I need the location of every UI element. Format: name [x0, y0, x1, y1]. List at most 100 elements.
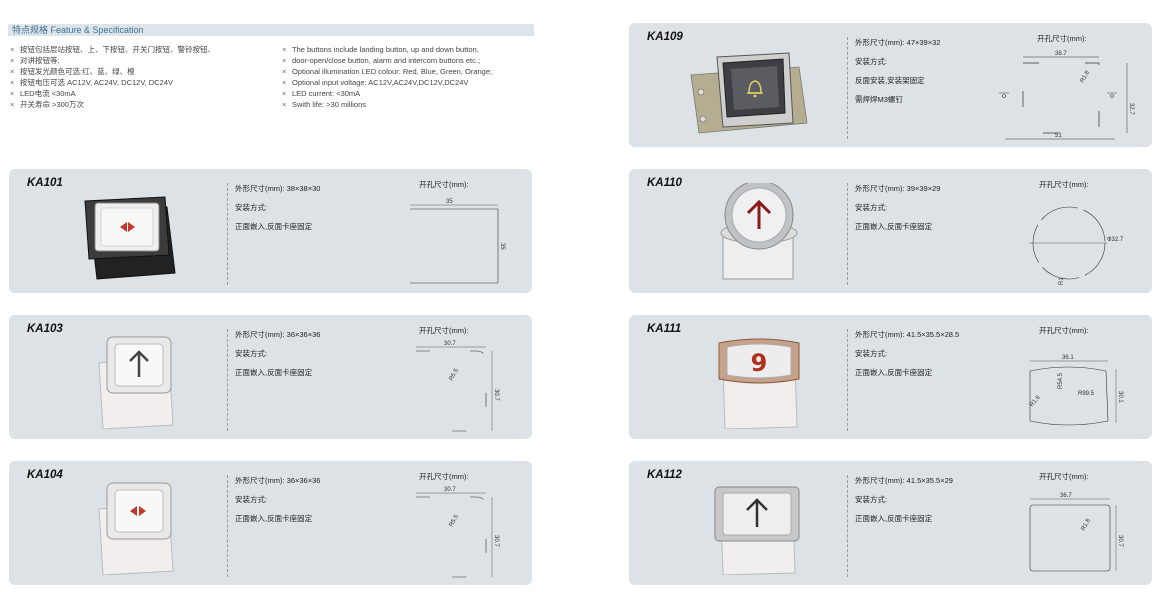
mount-method: 正面嵌入,反面卡座固定 — [855, 368, 933, 377]
dim-label: 35 — [499, 243, 505, 250]
mount-label: 安装方式: — [855, 349, 888, 358]
dim-label: 30.7 — [444, 487, 456, 493]
divider — [847, 329, 848, 431]
outer-size: 外形尺寸(mm): 36×36×36 — [235, 476, 321, 485]
product-image — [98, 482, 174, 575]
floor-number-icon: 9 — [751, 349, 768, 377]
mount-method: 正面嵌入,反面卡座固定 — [855, 222, 933, 231]
hole-size-label: 开孔尺寸(mm): — [419, 472, 469, 481]
divider — [847, 475, 848, 577]
feature-list-en: The buttons include landing button, up a… — [282, 44, 492, 110]
product-image — [84, 196, 176, 280]
feature-cn-item: 开关寿命 >300万次 — [10, 99, 215, 110]
hole-size-label: 开孔尺寸(mm): — [419, 180, 469, 189]
dim-label: R1.6 — [1029, 394, 1042, 408]
dim-label: 38.7 — [1055, 51, 1067, 57]
model-name: KA111 — [647, 323, 682, 335]
feature-cn-item: LED电流 <30mA — [10, 88, 215, 99]
dim-label: 30.7 — [444, 341, 456, 347]
outer-size: 外形尺寸(mm): 41.5×35.5×28.5 — [855, 330, 960, 339]
mount-label: 安装方式: — [855, 57, 888, 66]
product-card-ka109: KA109 外形尺寸(mm): 47×39×32 安装方式: 反面安装,安装架固… — [629, 23, 1152, 147]
product-card-ka110: KA110 外形尺寸(mm): 39×39×29 安装方式: 正面嵌入,反面卡座… — [629, 169, 1152, 293]
product-image — [98, 336, 174, 429]
feature-en-item: Swith life: >30 millions — [282, 99, 492, 110]
hole-size-label: 开孔尺寸(mm): — [1039, 326, 1089, 335]
bell-icon — [747, 80, 763, 98]
spec-block: 外形尺寸(mm): 39×39×29 安装方式: 正面嵌入,反面卡座固定 — [855, 179, 940, 236]
outer-size: 外形尺寸(mm): 39×39×29 — [855, 184, 941, 193]
mount-method: 正面嵌入,反面卡座固定 — [235, 514, 313, 523]
mount-label: 安装方式: — [235, 349, 268, 358]
mount-method: 正面嵌入,反面卡座固定 — [855, 514, 933, 523]
divider — [227, 183, 228, 285]
up-arrow-icon — [746, 199, 772, 229]
hole-size-label: 开孔尺寸(mm): — [1039, 180, 1089, 189]
divider — [227, 329, 228, 431]
product-image — [690, 52, 808, 134]
dim-label: R1.8 — [1080, 69, 1092, 84]
hole-size-label: 开孔尺寸(mm): — [419, 326, 469, 335]
product-image: 9 — [718, 338, 800, 429]
up-arrow-icon — [129, 350, 149, 377]
cutout-drawing: 36.1 R54.5 R99.5 R1.6 30.1 — [1029, 355, 1123, 426]
feature-en-item: door-open/close button, alarm and interc… — [282, 55, 492, 66]
spec-block: 外形尺寸(mm): 36×36×36 安装方式: 正面嵌入,反面卡座固定 — [235, 471, 320, 528]
feature-en-item: LED current: <30mA — [282, 88, 492, 99]
mount-label: 安装方式: — [235, 203, 268, 212]
product-card-ka103: KA103 外形尺寸(mm): 36×36×36 安装方式: 正面嵌入,反面卡座… — [9, 315, 532, 439]
cutout-drawing: 38.7 R1.8 32.7 51 — [999, 51, 1134, 140]
dim-label: 30.7 — [1117, 535, 1123, 547]
hole-size-label: 开孔尺寸(mm): — [1037, 34, 1087, 43]
spec-block: 外形尺寸(mm): 41.5×35.5×29 安装方式: 正面嵌入,反面卡座固定 — [855, 471, 953, 528]
feature-title: 特点规格 Feature & Specification — [12, 25, 144, 35]
dim-label: Ф32.7 — [1107, 237, 1124, 243]
mount-method-extra: 需焊焊M3螺钉 — [855, 95, 903, 104]
feature-list-cn: 按钮包括层站按钮、上、下按钮、开关门按钮、警铃按钮、 对讲按钮等; 按钮发光颜色… — [10, 44, 215, 110]
dim-label: R1.8 — [1081, 517, 1093, 532]
mount-label: 安装方式: — [855, 203, 888, 212]
feature-cn-item: 按钮发光颜色可选:红、蓝、绿、橙 — [10, 66, 215, 77]
product-card-ka101: KA101 外形尺寸(mm): 38×38×30 安装方式: 正面嵌入,反面卡座… — [9, 169, 532, 293]
dim-label: 35 — [446, 199, 453, 205]
dim-label: R5.5 — [449, 367, 461, 382]
dim-label: 30.7 — [493, 535, 499, 547]
dim-label: 51 — [1055, 133, 1062, 139]
feature-cn-item: 按钮包括层站按钮、上、下按钮、开关门按钮、警铃按钮、 — [10, 44, 215, 55]
dim-label: R54.5 — [1058, 372, 1064, 389]
product-image — [720, 183, 798, 280]
model-name: KA101 — [27, 177, 63, 189]
product-card-ka112: KA112 外形尺寸(mm): 41.5×35.5×29 安装方式: 正面嵌入,… — [629, 461, 1152, 585]
feature-header-bar: 特点规格 Feature & Specification — [8, 24, 534, 36]
mount-label: 安装方式: — [235, 495, 268, 504]
model-name: KA104 — [27, 469, 63, 481]
product-image — [714, 486, 800, 575]
dim-label: 36.1 — [1062, 355, 1074, 361]
door-open-close-icon — [130, 506, 146, 516]
feature-en-item: Optional input voltage: AC12V,AC24V,DC12… — [282, 77, 492, 88]
outer-size: 外形尺寸(mm): 41.5×35.5×29 — [855, 476, 953, 485]
model-name: KA112 — [647, 469, 682, 481]
outer-size: 外形尺寸(mm): 38×38×30 — [235, 184, 321, 193]
outer-size: 外形尺寸(mm): 36×36×36 — [235, 330, 321, 339]
mount-label: 安装方式: — [855, 495, 888, 504]
feature-en-item: The buttons include landing button, up a… — [282, 44, 492, 55]
product-card-ka111: KA111 9 外形尺寸(mm): 41.5×35.5×28.5 安装方式: 正… — [629, 315, 1152, 439]
door-open-close-icon — [120, 222, 135, 232]
spec-block: 外形尺寸(mm): 36×36×36 安装方式: 正面嵌入,反面卡座固定 — [235, 325, 320, 382]
feature-en-item: Optional illumination LED colour: Red, B… — [282, 66, 492, 77]
mount-method: 反面安装,安装架固定 — [855, 76, 925, 85]
mount-method: 正面嵌入,反面卡座固定 — [235, 222, 313, 231]
dim-label: R5.5 — [449, 513, 461, 528]
divider — [847, 183, 848, 285]
cutout-drawing: 30.7 R5.5 30.7 — [416, 487, 499, 578]
up-arrow-icon — [746, 498, 768, 527]
feature-cn-item: 按钮电压可选 AC12V, AC24V, DC12V, DC24V — [10, 77, 215, 88]
dim-label: R1 — [1059, 277, 1065, 285]
cutout-drawing: 30.7 R5.5 30.7 — [416, 341, 499, 432]
mount-method: 正面嵌入,反面卡座固定 — [235, 368, 313, 377]
dim-label: 30.7 — [493, 389, 499, 401]
cutout-drawing: 35 35 — [410, 199, 505, 284]
dim-label: 32.7 — [1128, 103, 1134, 115]
outer-size: 外形尺寸(mm): 47×39×32 — [855, 38, 941, 47]
